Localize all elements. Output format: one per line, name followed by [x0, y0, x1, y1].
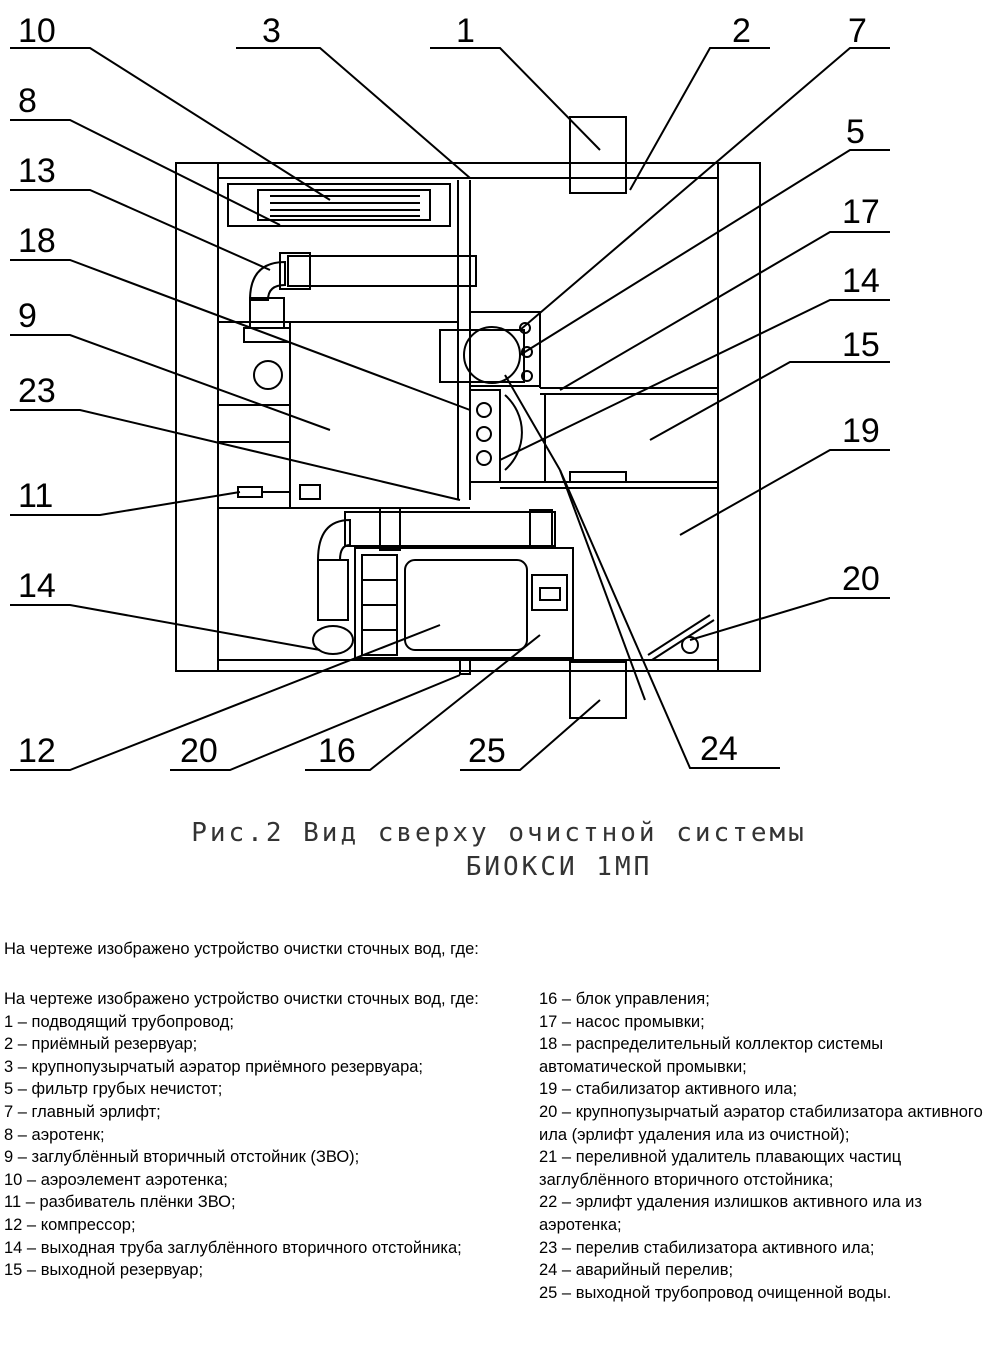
- callout-25: 25: [468, 732, 506, 770]
- legend-item: 24 – аварийный перелив;: [539, 1261, 734, 1280]
- callout-17: 17: [842, 193, 880, 231]
- callout-5: 5: [846, 113, 865, 151]
- callout-7: 7: [848, 12, 867, 50]
- callout-18: 18: [18, 222, 56, 260]
- legend-left-column: На чертеже изображено устройство очистки…: [4, 988, 514, 1282]
- callout-15: 15: [842, 326, 880, 364]
- legend-right-column: 16 – блок управления; 17 – насос промывк…: [539, 988, 994, 1304]
- legend-item: 17 – насос промывки;: [539, 1012, 705, 1031]
- legend-item: 20 – крупнопузырчатый аэратор стабилизат…: [539, 1102, 988, 1144]
- legend-item: На чертеже изображено устройство очистки…: [4, 990, 479, 1008]
- legend-item: 3 – крупнопузырчатый аэратор приёмного р…: [4, 1057, 424, 1076]
- callout-19: 19: [842, 412, 880, 450]
- legend-item: 5 – фильтр грубых нечистот;: [4, 1080, 223, 1099]
- callout-10: 10: [18, 12, 56, 50]
- callout-8: 8: [18, 82, 37, 120]
- intro-text: На чертеже изображено устройство очистки…: [4, 940, 479, 958]
- legend-item: 12 – компрессор;: [4, 1215, 136, 1234]
- legend-item: 8 – аэротенк;: [4, 1125, 105, 1144]
- legend-item: 16 – блок управления;: [539, 990, 710, 1008]
- callout-11: 11: [18, 477, 53, 515]
- callout-16: 16: [318, 732, 356, 770]
- legend-item: 22 – эрлифт удаления излишков активного …: [539, 1193, 927, 1234]
- callout-14-bottom: 14: [18, 567, 56, 605]
- figure-caption: Рис.2 Вид сверху очистной системы: [191, 818, 807, 848]
- callout-12: 12: [18, 732, 56, 770]
- legend-item: 7 – главный эрлифт;: [4, 1102, 161, 1121]
- callout-24: 24: [700, 730, 738, 768]
- callout-23: 23: [18, 372, 56, 410]
- callout-9: 9: [18, 297, 37, 335]
- legend-item: 1 – подводящий трубопровод;: [4, 1012, 234, 1031]
- callout-1: 1: [456, 12, 475, 50]
- legend-item: 19 – стабилизатор активного ила;: [539, 1080, 798, 1099]
- legend-item: 11 – разбиватель плёнки ЗВО;: [4, 1193, 236, 1212]
- legend-item: 25 – выходной трубопровод очищенной воды…: [539, 1283, 892, 1302]
- legend-item: 10 – аэроэлемент аэротенка;: [4, 1170, 228, 1189]
- figure-subtitle: БИОКСИ 1МП: [465, 852, 653, 882]
- callout-13: 13: [18, 152, 56, 190]
- callout-3: 3: [262, 12, 281, 50]
- legend-item: 2 – приёмный резервуар;: [4, 1035, 198, 1054]
- callout-20-bottom: 20: [180, 732, 218, 770]
- legend-item: 9 – заглублённый вторичный отстойник (ЗВ…: [4, 1148, 360, 1167]
- callout-14-top: 14: [842, 262, 880, 300]
- callout-20-right: 20: [842, 560, 880, 598]
- legend-item: 18 – распределительный коллектор системы…: [539, 1035, 888, 1076]
- legend-item: 21 – переливной удалитель плавающих част…: [539, 1148, 906, 1189]
- legend-item: 14 – выходная труба заглублённого вторич…: [4, 1238, 462, 1257]
- legend-item: 15 – выходной резервуар;: [4, 1261, 204, 1280]
- callout-2: 2: [732, 12, 751, 50]
- technical-drawing: 10 3 1 2 7 8 5 13 17 18 14 9 15 23 19 11…: [10, 12, 890, 771]
- legend-item: 23 – перелив стабилизатора активного ила…: [539, 1238, 875, 1257]
